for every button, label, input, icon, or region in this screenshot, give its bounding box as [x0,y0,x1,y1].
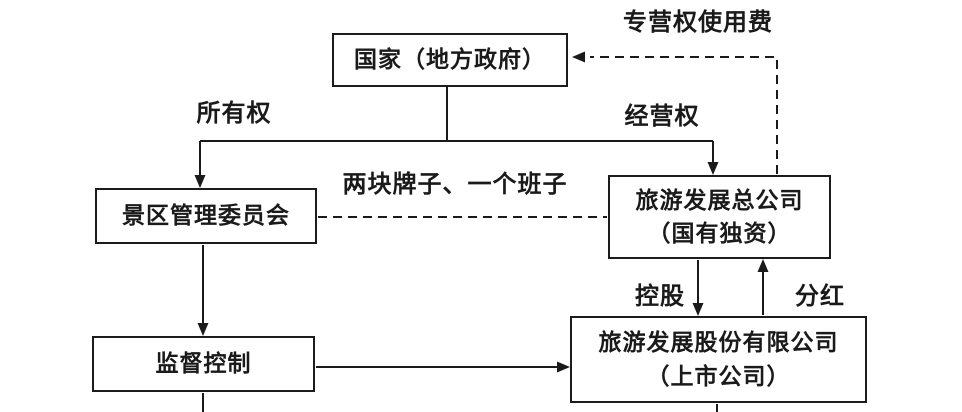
edge-label-two-brands-one-team: 两块牌子、一个班子 [342,172,568,198]
arrowhead-holding [692,303,704,316]
node-tourism-development-group-line2: （国有独资） [647,221,792,246]
arrowhead-operation [707,162,719,175]
edge-label-ownership: 所有权 [196,101,272,127]
node-listed-company: 旅游发展股份有限公司 （上市公司） [570,316,867,403]
node-supervision-control-label: 监督控制 [155,351,252,377]
edge-label-operation-right: 经营权 [624,104,700,130]
edge-label-dividend: 分红 [795,284,845,310]
arrowhead-supervise [197,323,209,336]
arrowhead-listed [557,361,570,373]
arrowhead-dividend [757,259,769,272]
arrowhead-ownership [194,175,206,188]
node-listed-company-line2: （上市公司） [646,363,791,389]
node-supervision-control: 监督控制 [92,336,315,392]
node-tourism-development-group: 旅游发展总公司 （国有独资） [608,175,831,259]
edge-label-holding: 控股 [635,284,685,310]
node-listed-company-line1: 旅游发展股份有限公司 [598,330,839,356]
node-scenic-area-committee: 景区管理委员会 [95,188,317,244]
connector-franchise-fee-dashed [590,56,778,174]
node-scenic-area-committee-label: 景区管理委员会 [122,203,290,229]
edge-label-franchise-fee: 专营权使用费 [623,10,773,36]
node-tourism-development-group-line1: 旅游发展总公司 [635,187,804,213]
node-state-government: 国家（地方政府） [332,33,568,87]
arrowhead-franchise-fee [572,51,585,63]
node-state-government-label: 国家（地方政府） [354,47,546,73]
